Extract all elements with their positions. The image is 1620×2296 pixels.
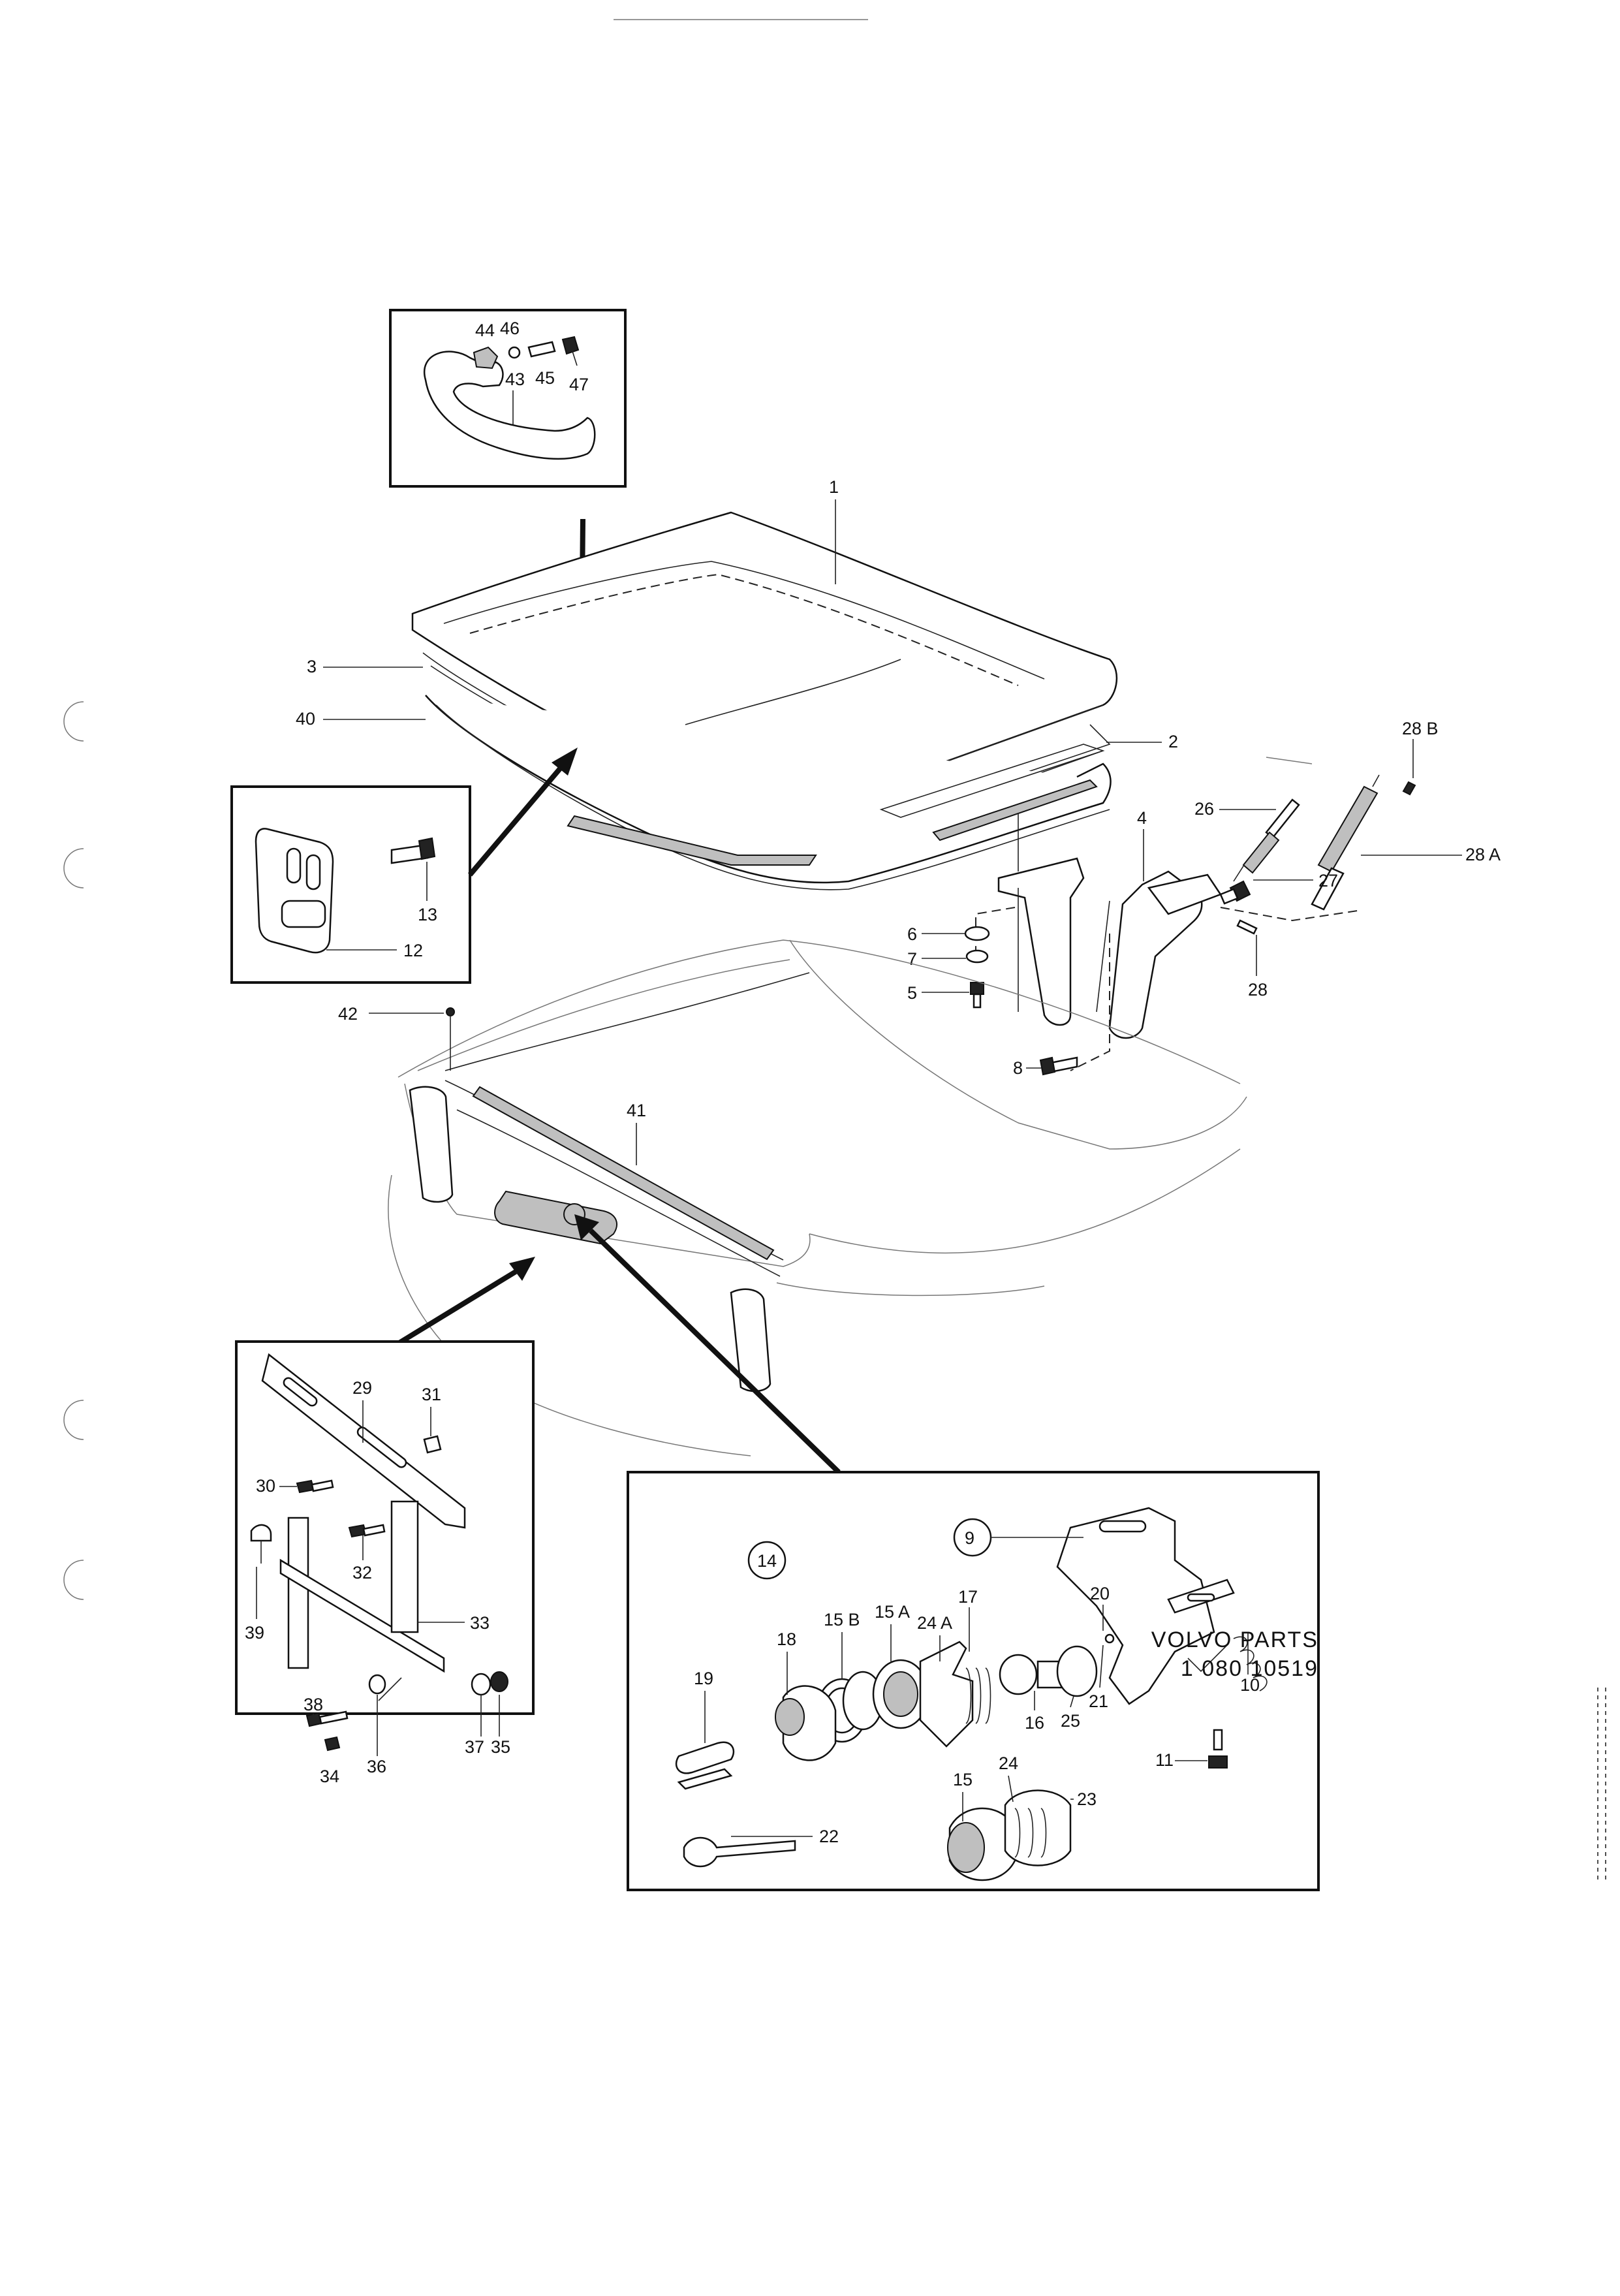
- label-5: 5: [907, 983, 917, 1003]
- label-33: 33: [470, 1613, 490, 1633]
- label-17: 17: [958, 1587, 978, 1607]
- hinge-and-struts: [964, 757, 1416, 1076]
- handle-inset: 44 46 45 47 43: [389, 309, 627, 488]
- label-28b: 28 B: [1402, 719, 1439, 738]
- label-24a: 24 A: [917, 1613, 952, 1633]
- label-41: 41: [627, 1101, 646, 1120]
- label-29: 29: [352, 1378, 372, 1398]
- boot-lid-assembly: [411, 511, 1118, 890]
- label-13: 13: [418, 905, 437, 924]
- label-40: 40: [296, 709, 315, 729]
- label-15: 15: [953, 1770, 973, 1789]
- label-15b: 15 B: [824, 1610, 860, 1629]
- buffer-inset: 13 12: [230, 785, 471, 984]
- label-9: 9: [965, 1528, 974, 1548]
- label-25: 25: [1061, 1711, 1080, 1731]
- label-21: 21: [1089, 1691, 1108, 1711]
- label-20: 20: [1090, 1584, 1110, 1603]
- label-44: 44: [475, 321, 495, 340]
- brand-text: VOLVO PARTS: [1151, 1628, 1318, 1652]
- plate-bracket-inset: [235, 1340, 535, 1752]
- label-7: 7: [907, 949, 917, 969]
- label-8: 8: [1013, 1058, 1023, 1078]
- label-1: 1: [829, 477, 839, 497]
- label-11: 11: [1155, 1750, 1174, 1770]
- label-19: 19: [694, 1669, 713, 1688]
- label-24: 24: [999, 1753, 1018, 1773]
- label-12: 12: [403, 941, 423, 960]
- document-number: 1 080 10519: [1180, 1656, 1318, 1681]
- label-28: 28: [1248, 980, 1268, 999]
- label-27: 27: [1318, 871, 1338, 890]
- label-37: 37: [465, 1737, 484, 1757]
- label-32: 32: [352, 1563, 372, 1582]
- catalogue-footer: VOLVO PARTS 1 080 10519: [1149, 1626, 1318, 1683]
- label-28a: 28 A: [1465, 845, 1501, 864]
- label-43: 43: [505, 370, 525, 389]
- grab-handle-part: [423, 336, 596, 460]
- scan-edge-marks: [614, 19, 1606, 1880]
- label-4: 4: [1137, 808, 1147, 828]
- label-47: 47: [569, 375, 589, 394]
- label-6: 6: [907, 924, 917, 944]
- label-18: 18: [777, 1629, 796, 1649]
- binder-holes: [63, 701, 84, 1600]
- label-2: 2: [1168, 732, 1178, 751]
- lock-inset: [627, 1471, 1320, 1891]
- label-16: 16: [1025, 1713, 1044, 1733]
- label-14: 14: [757, 1551, 777, 1571]
- lock-pointer-arrow: [589, 1229, 841, 1474]
- label-22: 22: [819, 1827, 839, 1846]
- label-39: 39: [245, 1623, 264, 1643]
- plate-pointer-arrow: [396, 1269, 518, 1346]
- label-45: 45: [535, 368, 555, 388]
- label-30: 30: [256, 1476, 275, 1496]
- label-35: 35: [491, 1737, 510, 1757]
- label-26: 26: [1194, 799, 1214, 819]
- label-42: 42: [338, 1004, 358, 1024]
- label-23: 23: [1077, 1789, 1097, 1809]
- label-46: 46: [500, 319, 520, 338]
- car-body-outline: [388, 939, 1247, 1456]
- buffer-pointer-arrow: [467, 765, 564, 877]
- label-3: 3: [307, 657, 317, 676]
- label-31: 31: [422, 1385, 441, 1404]
- label-10: 10: [1240, 1675, 1260, 1695]
- label-36: 36: [367, 1757, 386, 1776]
- label-15a: 15 A: [875, 1602, 910, 1622]
- label-34: 34: [320, 1767, 339, 1786]
- label-38: 38: [304, 1695, 323, 1714]
